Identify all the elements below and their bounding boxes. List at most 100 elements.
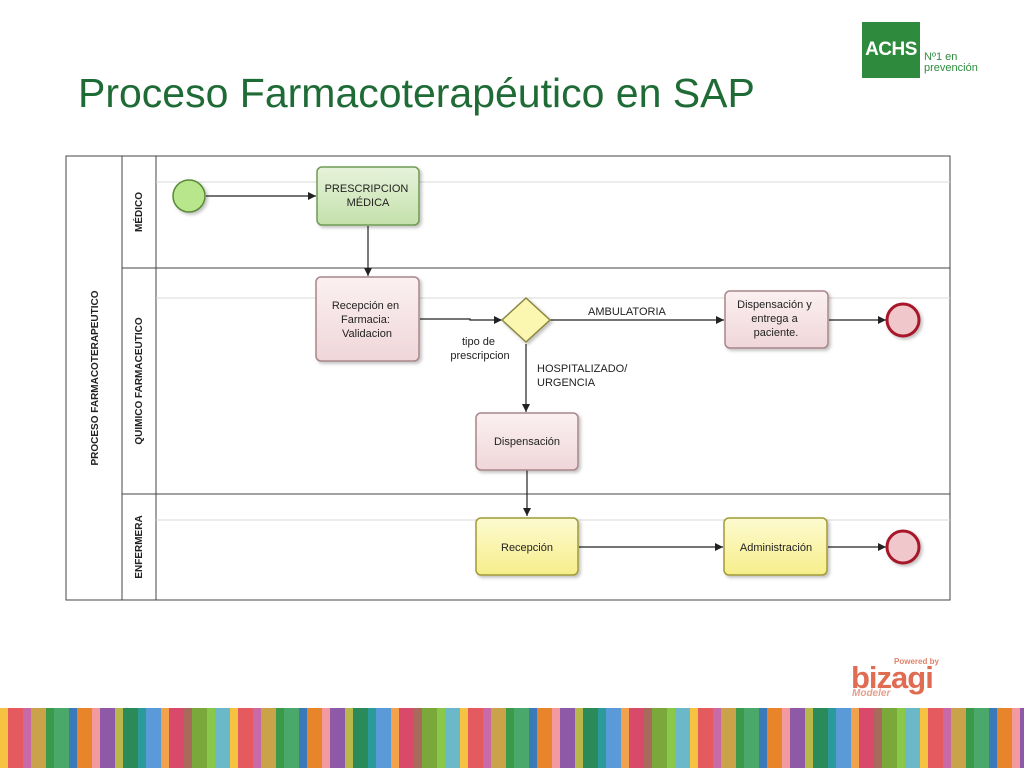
stripe [690, 708, 698, 768]
task-dispensacion-entrega: Dispensación y entrega a paciente. [724, 290, 829, 349]
stripe [928, 708, 943, 768]
lane-label-enfermera: ENFERMERA [134, 515, 145, 578]
stripe [606, 708, 621, 768]
achs-tagline: Nº1 en prevención [924, 51, 978, 74]
pool-label: PROCESO FARMACOTERAPEUTICO [90, 290, 101, 465]
stripe [414, 708, 422, 768]
stripe [920, 708, 928, 768]
stripe [169, 708, 184, 768]
flow-label-ambulatoria: AMBULATORIA [588, 306, 666, 318]
stripe [284, 708, 299, 768]
task-prescripcion-line1: PRESCRIPCION [325, 183, 409, 195]
stripe [192, 708, 207, 768]
stripe [598, 708, 606, 768]
stripe [468, 708, 483, 768]
stripe [989, 708, 997, 768]
lane-label-quimico: QUIMICO FARMACEUTICO [134, 317, 145, 444]
stripe [491, 708, 506, 768]
achs-logo-text: ACHS [865, 39, 917, 60]
svg-text:tipo de prescripcion: tipo de prescripcion [450, 336, 509, 362]
stripe [8, 708, 23, 768]
stripe [997, 708, 1012, 768]
svg-text:HOSPITALIZADO/ URGENCIA: HOSPITALIZADO/ URGENCIA [537, 363, 630, 389]
stripe [1012, 708, 1020, 768]
stripe [736, 708, 744, 768]
stripe [552, 708, 560, 768]
stripe [966, 708, 974, 768]
stripe [238, 708, 253, 768]
stripe [713, 708, 721, 768]
flow-label-hospitalizado-line2: URGENCIA [537, 377, 596, 389]
stripe [1020, 708, 1024, 768]
stripe [46, 708, 54, 768]
gateway-tipo-prescripcion [500, 296, 552, 344]
stripe [828, 708, 836, 768]
stripe [299, 708, 307, 768]
stripe [675, 708, 690, 768]
stripe [437, 708, 445, 768]
stripe [368, 708, 376, 768]
task-prescripcion-medica: PRESCRIPCION MÉDICA [316, 166, 420, 226]
task-recepcion: Recepción [475, 517, 579, 576]
stripe [506, 708, 514, 768]
svg-text:Recepción en Farmacia:: Recepción en Farmacia: Validacion [332, 300, 402, 340]
bizagi-logo: bizagi [851, 660, 934, 695]
task-recepcion-label: Recepción [501, 542, 553, 554]
stripe [322, 708, 330, 768]
stripe [54, 708, 69, 768]
task-recepcion-farmacia-line3: Validacion [342, 328, 392, 340]
stripe [69, 708, 77, 768]
stripe [100, 708, 115, 768]
stripe [897, 708, 905, 768]
stripe [123, 708, 138, 768]
stripe [560, 708, 575, 768]
stripe [782, 708, 790, 768]
stripe [583, 708, 598, 768]
stripe [422, 708, 437, 768]
stripe [215, 708, 230, 768]
stripe [629, 708, 644, 768]
stripe [138, 708, 146, 768]
stripe [115, 708, 123, 768]
task-dispensacion-entrega-line1: Dispensación y [737, 299, 812, 311]
start-event [172, 179, 206, 213]
stripe [667, 708, 675, 768]
stripe [23, 708, 31, 768]
svg-text:Dispensación y entrega a: Dispensación y entrega a paciente. [737, 299, 815, 339]
stripe [31, 708, 46, 768]
stripe [230, 708, 238, 768]
task-recepcion-farmacia-line1: Recepción en [332, 300, 399, 312]
stripe [790, 708, 805, 768]
stripe [161, 708, 169, 768]
stripe [905, 708, 920, 768]
achs-logo: ACHS [862, 22, 920, 78]
stripe [537, 708, 552, 768]
task-dispensacion: Dispensación [475, 412, 579, 471]
stripe [759, 708, 767, 768]
task-administracion: Administración [723, 517, 828, 576]
stripe [92, 708, 100, 768]
stripe [698, 708, 713, 768]
stripe [951, 708, 966, 768]
stripe [276, 708, 284, 768]
stripe [529, 708, 537, 768]
stripe [399, 708, 414, 768]
slide-title: Proceso Farmacoterapéutico en SAP [78, 70, 755, 116]
stripe [882, 708, 897, 768]
stripe [184, 708, 192, 768]
gateway-label-line2: prescripcion [450, 350, 509, 362]
stripe [77, 708, 92, 768]
stripe [943, 708, 951, 768]
stripe [813, 708, 828, 768]
stripe [974, 708, 989, 768]
bizagi-powered-by: Powered by [894, 657, 939, 666]
flow-label-hospitalizado-line1: HOSPITALIZADO/ [537, 363, 628, 375]
stripe [253, 708, 261, 768]
flow-recepcion-to-gateway [420, 316, 502, 324]
lane-label-medico: MÉDICO [132, 192, 145, 232]
stripe [261, 708, 276, 768]
stripe [330, 708, 345, 768]
task-dispensacion-entrega-line3: paciente. [754, 327, 799, 339]
stripe [0, 708, 8, 768]
